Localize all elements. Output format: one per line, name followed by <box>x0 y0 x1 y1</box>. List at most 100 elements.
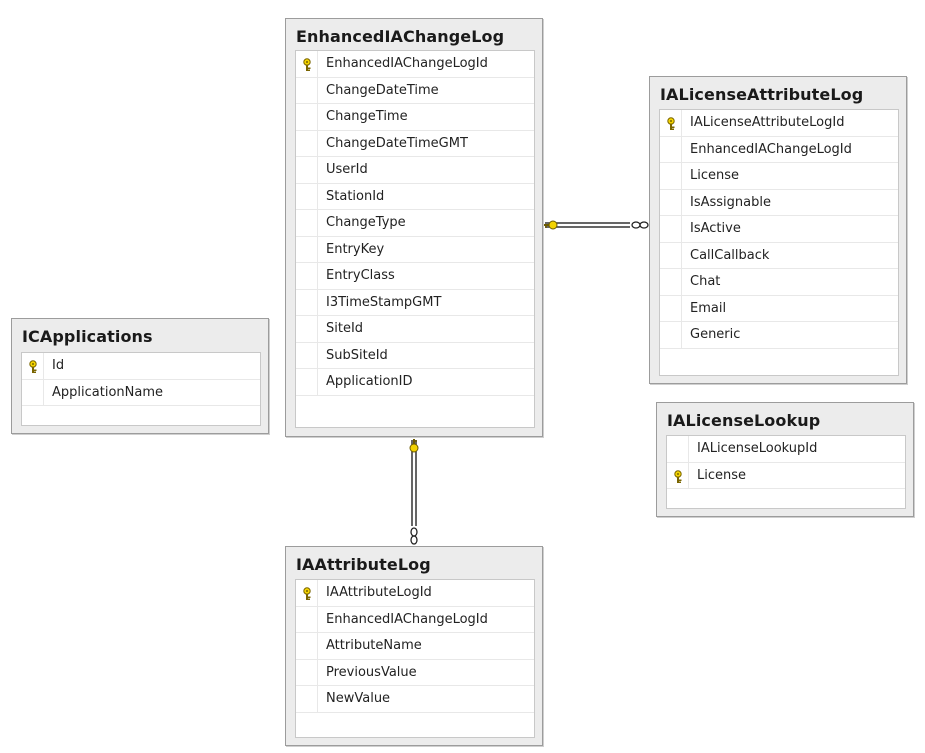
table-title: ICApplications <box>22 327 153 346</box>
primary-key-icon <box>665 116 677 130</box>
column-name: CallCallback <box>690 247 770 263</box>
column-row[interactable]: Id <box>22 353 260 380</box>
column-row[interactable]: ChangeType <box>296 210 534 237</box>
relationship-enhanced-to-attr-log[interactable] <box>409 439 419 545</box>
row-selector[interactable] <box>296 210 318 236</box>
infinity-icon <box>410 527 418 545</box>
column-row[interactable]: IALicenseAttributeLogId <box>660 110 898 137</box>
column-row[interactable]: ApplicationID <box>296 369 534 396</box>
row-selector[interactable] <box>660 322 682 348</box>
column-row[interactable]: SubSiteId <box>296 342 534 369</box>
column-name: I3TimeStampGMT <box>326 294 442 310</box>
primary-key-icon <box>672 469 684 483</box>
column-name: EntryKey <box>326 241 385 257</box>
row-selector[interactable] <box>296 580 318 606</box>
column-row[interactable]: EntryKey <box>296 236 534 263</box>
relationship-enhanced-to-license-attr[interactable] <box>544 220 649 230</box>
column-row[interactable]: SiteId <box>296 316 534 343</box>
column-row[interactable]: AttributeName <box>296 633 534 660</box>
column-row[interactable]: PreviousValue <box>296 659 534 686</box>
row-selector[interactable] <box>296 659 318 685</box>
column-row[interactable]: License <box>667 462 905 489</box>
column-name: UserId <box>326 162 368 177</box>
row-selector[interactable] <box>296 633 318 659</box>
primary-key-icon <box>301 586 313 600</box>
column-row[interactable]: EnhancedIAChangeLogId <box>296 606 534 633</box>
column-name: Chat <box>690 274 721 289</box>
column-row[interactable]: StationId <box>296 183 534 210</box>
column-name: NewValue <box>326 691 391 706</box>
table-ia-license-attribute-log[interactable]: IALicenseAttributeLog IALicenseAttribute… <box>649 76 907 384</box>
column-row[interactable]: IsAssignable <box>660 189 898 216</box>
column-row[interactable]: EnhancedIAChangeLogId <box>660 136 898 163</box>
column-name: ChangeDateTime <box>326 82 439 98</box>
row-selector[interactable] <box>660 110 682 136</box>
column-row[interactable]: EntryClass <box>296 263 534 290</box>
column-row[interactable]: IALicenseLookupId <box>667 436 905 463</box>
row-selector[interactable] <box>22 353 44 379</box>
row-selector[interactable] <box>660 136 682 162</box>
column-name: AttributeName <box>326 638 422 653</box>
column-name: IsAssignable <box>690 194 771 210</box>
row-selector[interactable] <box>660 216 682 242</box>
column-row[interactable]: Generic <box>660 322 898 349</box>
column-row[interactable]: Chat <box>660 269 898 296</box>
table-title: IALicenseAttributeLog <box>660 85 864 104</box>
column-name: ChangeDateTimeGMT <box>326 135 468 151</box>
row-selector[interactable] <box>296 157 318 183</box>
row-selector[interactable] <box>296 51 318 77</box>
column-row[interactable]: ApplicationName <box>22 379 260 406</box>
column-row[interactable]: ChangeDateTimeGMT <box>296 130 534 157</box>
column-name: IAAttributeLogId <box>326 585 432 600</box>
row-selector[interactable] <box>667 436 689 462</box>
column-name: Email <box>690 300 727 316</box>
row-selector[interactable] <box>296 289 318 315</box>
column-row[interactable]: ChangeTime <box>296 104 534 131</box>
row-selector[interactable] <box>667 462 689 488</box>
row-selector[interactable] <box>296 316 318 342</box>
column-name: Generic <box>690 327 741 342</box>
column-row[interactable]: NewValue <box>296 686 534 713</box>
row-selector[interactable] <box>660 163 682 189</box>
infinity-icon <box>631 221 649 229</box>
row-selector[interactable] <box>296 686 318 712</box>
key-icon <box>409 439 419 453</box>
column-name: EntryClass <box>326 268 395 283</box>
row-selector[interactable] <box>296 236 318 262</box>
row-selector[interactable] <box>296 263 318 289</box>
column-row[interactable]: UserId <box>296 157 534 184</box>
row-selector[interactable] <box>296 342 318 368</box>
row-selector[interactable] <box>296 77 318 103</box>
column-row[interactable]: CallCallback <box>660 242 898 269</box>
row-selector[interactable] <box>660 242 682 268</box>
column-name: StationId <box>326 188 385 204</box>
row-selector[interactable] <box>296 369 318 395</box>
column-row[interactable]: EnhancedIAChangeLogId <box>296 51 534 78</box>
column-row[interactable]: I3TimeStampGMT <box>296 289 534 316</box>
row-selector[interactable] <box>660 295 682 321</box>
column-row[interactable]: IsActive <box>660 216 898 243</box>
row-selector[interactable] <box>296 104 318 130</box>
column-row[interactable]: Email <box>660 295 898 322</box>
row-selector[interactable] <box>296 183 318 209</box>
column-name: EnhancedIAChangeLogId <box>326 611 488 627</box>
column-row[interactable]: ChangeDateTime <box>296 77 534 104</box>
row-selector[interactable] <box>22 379 44 405</box>
table-title: EnhancedIAChangeLog <box>296 27 505 46</box>
table-enhanced-ia-change-log[interactable]: EnhancedIAChangeLog EnhancedIAChangeLogI… <box>285 18 543 437</box>
column-row[interactable]: IAAttributeLogId <box>296 580 534 607</box>
row-selector[interactable] <box>660 269 682 295</box>
row-selector[interactable] <box>296 130 318 156</box>
column-row[interactable]: License <box>660 163 898 190</box>
row-selector[interactable] <box>296 606 318 632</box>
row-selector[interactable] <box>660 189 682 215</box>
column-name: ApplicationName <box>52 384 163 400</box>
